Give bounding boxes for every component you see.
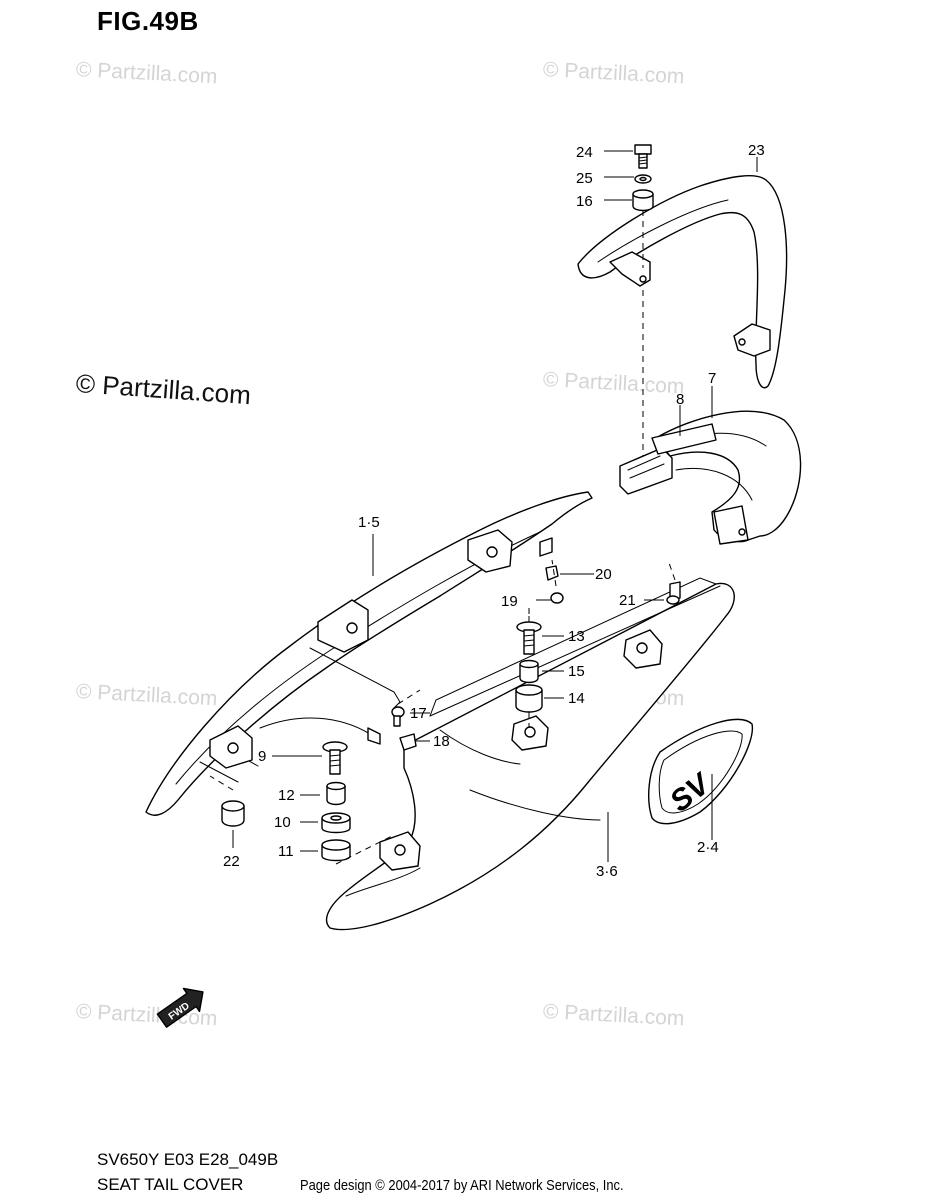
- part-11-cushion[interactable]: [321, 839, 351, 862]
- leader-lines: [209, 150, 758, 865]
- part-3-6-tail-cover-lower[interactable]: [325, 577, 735, 931]
- callout-14: 14: [568, 690, 585, 707]
- part-1-5-tail-cover-upper[interactable]: [145, 491, 593, 816]
- callout-25: 25: [576, 170, 593, 187]
- part-22-grommet[interactable]: [221, 800, 245, 827]
- callout-17: 17: [410, 705, 427, 722]
- part-20-nut[interactable]: [545, 565, 559, 581]
- callout-18: 18: [433, 733, 450, 750]
- callout-11: 11: [278, 843, 294, 860]
- model-code: SV650Y E03 E28_049B: [97, 1150, 279, 1169]
- part-2-4-emblem[interactable]: SV: [648, 718, 754, 825]
- callout-16: 16: [576, 193, 593, 210]
- figure-title: FIG.49B: [97, 6, 199, 36]
- callout-3-6: 3·6: [596, 863, 618, 880]
- part-12-collar[interactable]: [326, 781, 346, 806]
- part-9-bolt[interactable]: [322, 741, 348, 775]
- callout-12: 12: [278, 787, 295, 804]
- part-24-bolt[interactable]: [634, 144, 652, 169]
- part-13-bolt[interactable]: [516, 621, 542, 655]
- fwd-arrow-icon: FWD: [156, 987, 204, 1028]
- callout-19: 19: [501, 593, 518, 610]
- callout-23: 23: [748, 142, 765, 159]
- callout-10: 10: [274, 814, 291, 831]
- part-18-nut[interactable]: [399, 733, 417, 751]
- part-23-grab-rail[interactable]: [577, 175, 788, 389]
- part-14-cushion[interactable]: [515, 684, 543, 713]
- callout-20: 20: [595, 566, 612, 583]
- part-19-screw[interactable]: [550, 592, 564, 604]
- callout-22: 22: [223, 853, 240, 870]
- callout-15: 15: [568, 663, 585, 680]
- callout-8: 8: [676, 391, 684, 408]
- callout-21: 21: [619, 592, 636, 609]
- part-25-washer[interactable]: [634, 174, 652, 184]
- part-21-screw[interactable]: [666, 581, 681, 605]
- part-15-collar[interactable]: [519, 659, 539, 684]
- part-7-rear-cover[interactable]: [655, 410, 802, 545]
- part-8-bracket[interactable]: [619, 423, 717, 495]
- assembly-name: SEAT TAIL COVER: [97, 1175, 244, 1194]
- part-10-grommet[interactable]: [321, 812, 351, 834]
- callout-1-5: 1·5: [358, 514, 380, 531]
- callout-13: 13: [568, 628, 585, 645]
- callout-2-4: 2·4: [697, 839, 719, 856]
- page-credit: Page design © 2004-2017 by ARI Network S…: [300, 1177, 624, 1194]
- part-16-cushion[interactable]: [632, 189, 654, 212]
- part-17-screw[interactable]: [391, 706, 405, 727]
- callout-24: 24: [576, 144, 593, 161]
- callout-7: 7: [708, 370, 716, 387]
- callout-labels: 24 25 16 23 7 8 1·5 20 19 21 13 15 14 17…: [223, 142, 765, 880]
- callout-9: 9: [258, 748, 266, 765]
